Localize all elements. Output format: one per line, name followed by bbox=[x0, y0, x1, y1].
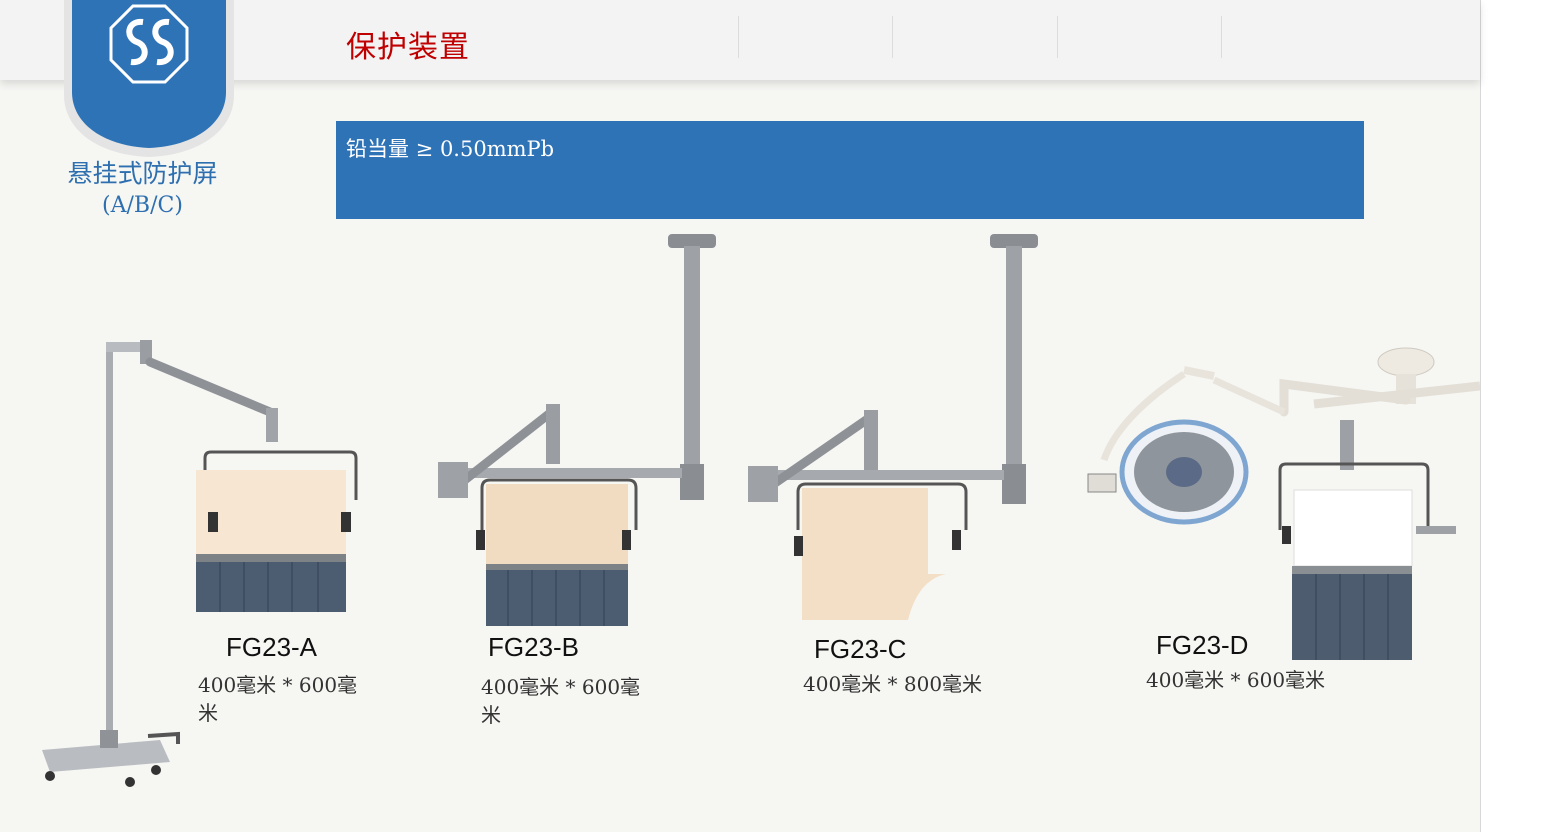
product-model: FG23-C bbox=[814, 634, 907, 664]
divider bbox=[892, 16, 893, 58]
divider bbox=[738, 16, 739, 58]
product-dimensions: 400毫米 * 800毫米 bbox=[803, 672, 983, 696]
divider bbox=[1057, 16, 1058, 58]
product-image-fg23-d bbox=[1087, 347, 1480, 660]
product-model: FG23-A bbox=[226, 632, 318, 662]
spec-banner: 铅当量 ≥ 0.50mmPb bbox=[336, 121, 1364, 219]
product-image-fg23-c bbox=[748, 234, 1038, 620]
slide: 保护装置 悬挂式防护屏 (A/B/C) 铅当量 ≥ 0.50mmPb bbox=[0, 0, 1481, 832]
product-image-fg23-a bbox=[42, 340, 358, 787]
product-model: FG23-B bbox=[488, 632, 580, 662]
product-dimensions: 400毫米 * 600毫米 bbox=[481, 675, 641, 727]
section-title: 悬挂式防护屏 bbox=[67, 159, 218, 188]
company-logo bbox=[64, 0, 234, 157]
product-dimensions: 400毫米 * 600毫米 bbox=[1146, 668, 1326, 692]
product-dimensions: 400毫米 * 600毫米 bbox=[198, 673, 358, 725]
product-model: FG23-D bbox=[1156, 630, 1249, 660]
section-subtitle: (A/B/C) bbox=[102, 193, 183, 218]
lead-equivalent-spec: 铅当量 ≥ 0.50mmPb bbox=[346, 137, 555, 161]
page-title: 保护装置 bbox=[346, 30, 470, 65]
product-image-fg23-b bbox=[438, 234, 716, 626]
top-bar: 保护装置 bbox=[0, 0, 1480, 80]
divider bbox=[1221, 16, 1222, 58]
